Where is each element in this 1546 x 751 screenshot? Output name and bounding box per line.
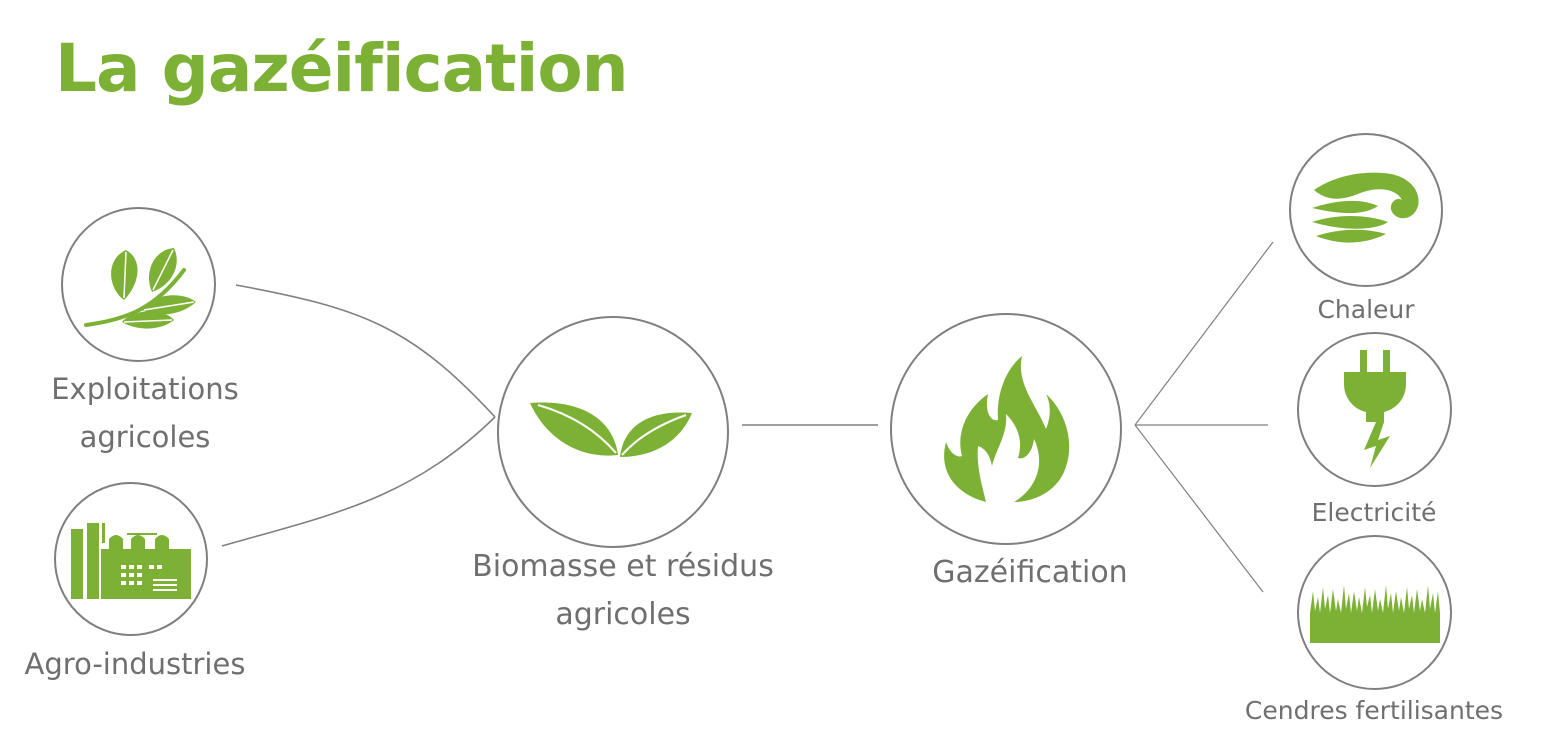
- label-biomasse-line2: agricoles: [555, 597, 691, 632]
- node-exploitations: [61, 207, 216, 362]
- link-gazeification-chaleur: [1134, 241, 1274, 426]
- node-biomasse: [497, 316, 729, 548]
- label-agro-industries: Agro-industries: [24, 647, 246, 681]
- grass-icon: [1309, 584, 1440, 643]
- node-agro-industries: [54, 482, 208, 636]
- label-exploitations: Exploitations agricoles: [20, 365, 270, 461]
- label-biomasse-line1: Biomasse et résidus: [472, 549, 774, 584]
- label-gazeification: Gazéification: [932, 555, 1128, 590]
- node-gazeification: [890, 313, 1122, 545]
- sprout-leaves-icon: [530, 402, 692, 457]
- link-agro-biomasse: [221, 416, 496, 547]
- label-exploitations-line1: Exploitations: [51, 372, 239, 406]
- label-cendres: Cendres fertilisantes: [1244, 696, 1504, 725]
- label-exploitations-line2: agricoles: [79, 420, 211, 454]
- page-title: La gazéification: [55, 30, 629, 107]
- link-exploitations-biomasse: [235, 284, 496, 418]
- flame-icon: [944, 356, 1070, 502]
- link-gazeification-cendres: [1134, 424, 1264, 593]
- electric-plug-icon: [1343, 349, 1406, 468]
- node-cendres: [1297, 535, 1452, 690]
- label-chaleur: Chaleur: [1317, 295, 1415, 324]
- label-electricite: Electricité: [1311, 498, 1437, 527]
- node-chaleur: [1289, 133, 1443, 287]
- label-biomasse: Biomasse et résidus agricoles: [463, 543, 783, 639]
- heat-wave-icon: [1312, 172, 1419, 243]
- factory-icon: [71, 523, 191, 599]
- node-electricite: [1297, 332, 1452, 487]
- leaf-branch-icon: [83, 247, 196, 329]
